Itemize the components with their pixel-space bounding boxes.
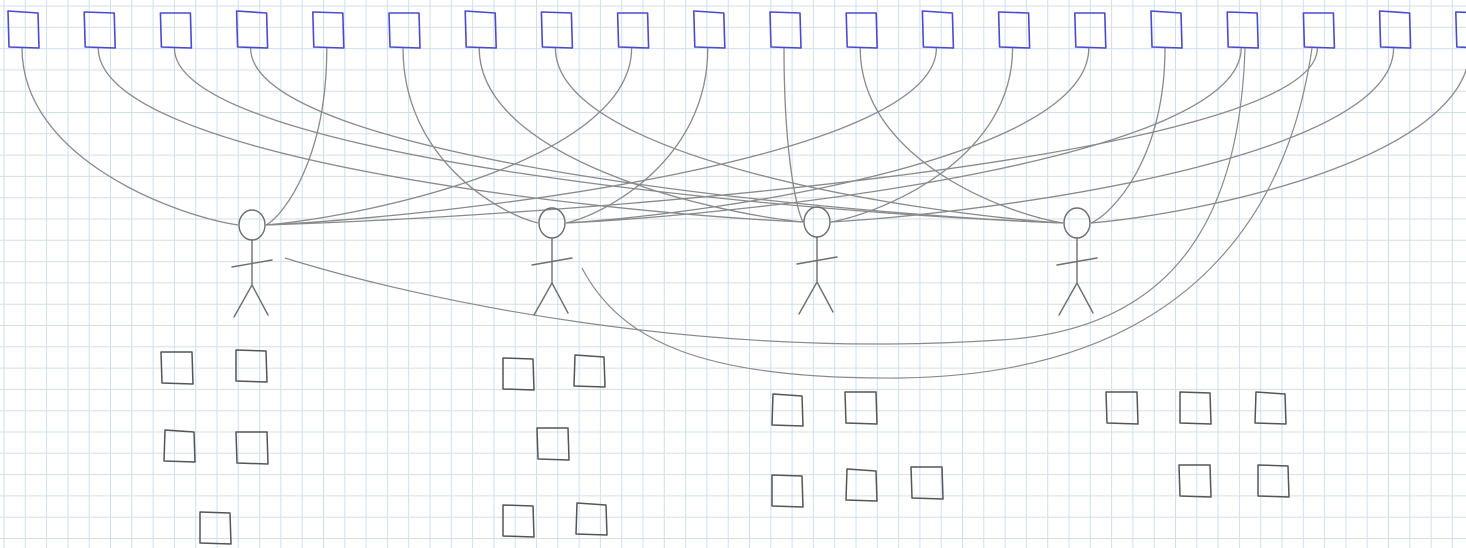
box-clusters [161,350,1289,544]
top-box [313,12,344,48]
top-box [999,12,1030,48]
cluster-box [845,392,877,424]
top-box [237,11,268,48]
top-box [389,13,420,48]
top-box [1456,12,1466,48]
cluster-box [503,505,534,537]
person-3 [797,207,837,314]
cluster-box [1179,465,1211,497]
connection-line [403,48,538,223]
cluster-box [772,394,803,426]
connection-line [266,48,632,225]
top-box [1151,11,1182,48]
connection-line [22,48,238,225]
connection-line [285,48,1245,344]
cluster-box [236,432,268,464]
connection-line [831,48,1394,222]
top-box [465,11,496,48]
top-box-row [8,11,1466,48]
top-box [160,13,191,48]
cluster-box [503,358,534,390]
connection-line [566,48,708,223]
cluster-box [576,503,607,535]
connection-line [831,48,1013,222]
connection-line [582,48,1312,378]
cluster-box [772,475,803,507]
cluster-box [236,350,267,382]
top-box [922,11,953,48]
top-box [1380,11,1411,48]
cluster-box [537,428,569,460]
connection-line [784,48,803,222]
connection-line [174,48,1063,223]
top-box [694,11,725,48]
cluster-box [1255,392,1286,424]
top-box [618,13,649,48]
top-box [8,11,39,48]
cluster-box [1180,392,1211,424]
top-box [1227,12,1258,48]
cluster-box [911,467,943,499]
cluster-box [164,430,195,462]
connection-line [860,48,1063,223]
top-box [1303,13,1334,48]
top-box [846,13,877,48]
connection-line [555,48,1063,223]
top-box [541,12,572,48]
connection-line [266,48,327,225]
cluster-box [1258,465,1289,497]
top-box [770,12,801,48]
